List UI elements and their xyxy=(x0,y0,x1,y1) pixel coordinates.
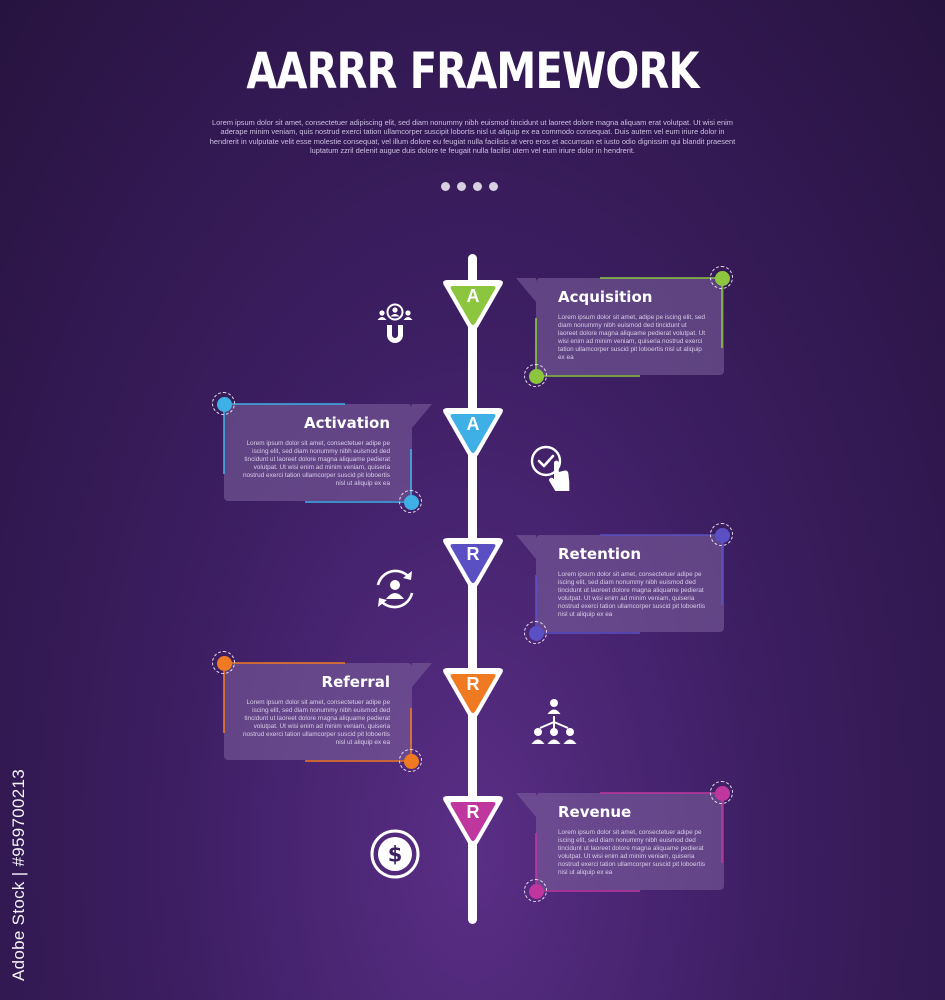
stage-node-referral: R xyxy=(440,663,506,725)
card-pointer xyxy=(516,535,536,559)
card-pointer xyxy=(516,793,536,817)
stage-letter: A xyxy=(466,414,480,434)
svg-text:$: $ xyxy=(388,843,403,867)
stage-title: Referral xyxy=(321,673,390,691)
card-dot-top xyxy=(212,651,235,674)
card-dot-top xyxy=(710,266,733,289)
card-dot-bottom xyxy=(524,879,547,902)
referral-network-icon xyxy=(528,697,580,749)
dollar-coin-icon: $ xyxy=(369,828,421,880)
stage-node-revenue: R xyxy=(440,791,506,853)
card-dot-bottom xyxy=(399,490,422,513)
stage-letter: R xyxy=(466,544,480,564)
stage-node-acquisition: A xyxy=(440,275,506,337)
card-pointer xyxy=(412,663,432,687)
card-pointer xyxy=(516,278,536,302)
stage-node-retention: R xyxy=(440,533,506,595)
stage-title: Acquisition xyxy=(558,288,653,306)
card-dot-top xyxy=(710,523,733,546)
page-title: AARRR FRAMEWORK xyxy=(246,42,699,100)
stage-description: Lorem ipsum dolor sit amet, consectetuer… xyxy=(242,440,390,488)
users-magnet-icon xyxy=(369,300,421,352)
pager-dot xyxy=(457,182,466,191)
stage-card-retention: Retention Lorem ipsum dolor sit amet, co… xyxy=(516,535,724,632)
user-cycle-icon xyxy=(369,563,421,615)
watermark: Adobe Stock | #959700213 xyxy=(9,769,28,982)
stage-card-activation: Activation Lorem ipsum dolor sit amet, c… xyxy=(224,404,432,501)
stage-card-acquisition: Acquisition Lorem ipsum dolor sit amet, … xyxy=(516,278,724,375)
card-dot-top xyxy=(710,781,733,804)
stage-description: Lorem ipsum dolor sit amet, adipe pe isc… xyxy=(558,314,706,362)
page-subtitle: Lorem ipsum dolor sit amet, consectetuer… xyxy=(209,118,736,155)
stage-description: Lorem ipsum dolor sit amet, consectetuer… xyxy=(558,571,706,619)
pager-dots xyxy=(441,182,498,191)
pager-dot xyxy=(489,182,498,191)
pager-dot xyxy=(441,182,450,191)
stage-title: Revenue xyxy=(558,803,632,821)
hand-check-icon xyxy=(528,443,580,495)
stage-title: Activation xyxy=(303,414,390,432)
card-pointer xyxy=(412,404,432,428)
card-dot-bottom xyxy=(524,621,547,644)
stage-description: Lorem ipsum dolor sit amet, consectetuer… xyxy=(242,699,390,747)
stage-node-activation: A xyxy=(440,403,506,465)
stage-letter: R xyxy=(466,802,480,822)
stage-card-referral: Referral Lorem ipsum dolor sit amet, con… xyxy=(224,663,432,760)
card-dot-top xyxy=(212,392,235,415)
timeline-axis xyxy=(468,254,477,924)
stage-letter: R xyxy=(466,674,480,694)
stage-title: Retention xyxy=(558,545,642,563)
stage-card-revenue: Revenue Lorem ipsum dolor sit amet, cons… xyxy=(516,793,724,890)
card-dot-bottom xyxy=(524,364,547,387)
card-dot-bottom xyxy=(399,749,422,772)
stage-letter: A xyxy=(466,286,480,306)
pager-dot xyxy=(473,182,482,191)
stage-description: Lorem ipsum dolor sit amet, consectetuer… xyxy=(558,829,706,877)
